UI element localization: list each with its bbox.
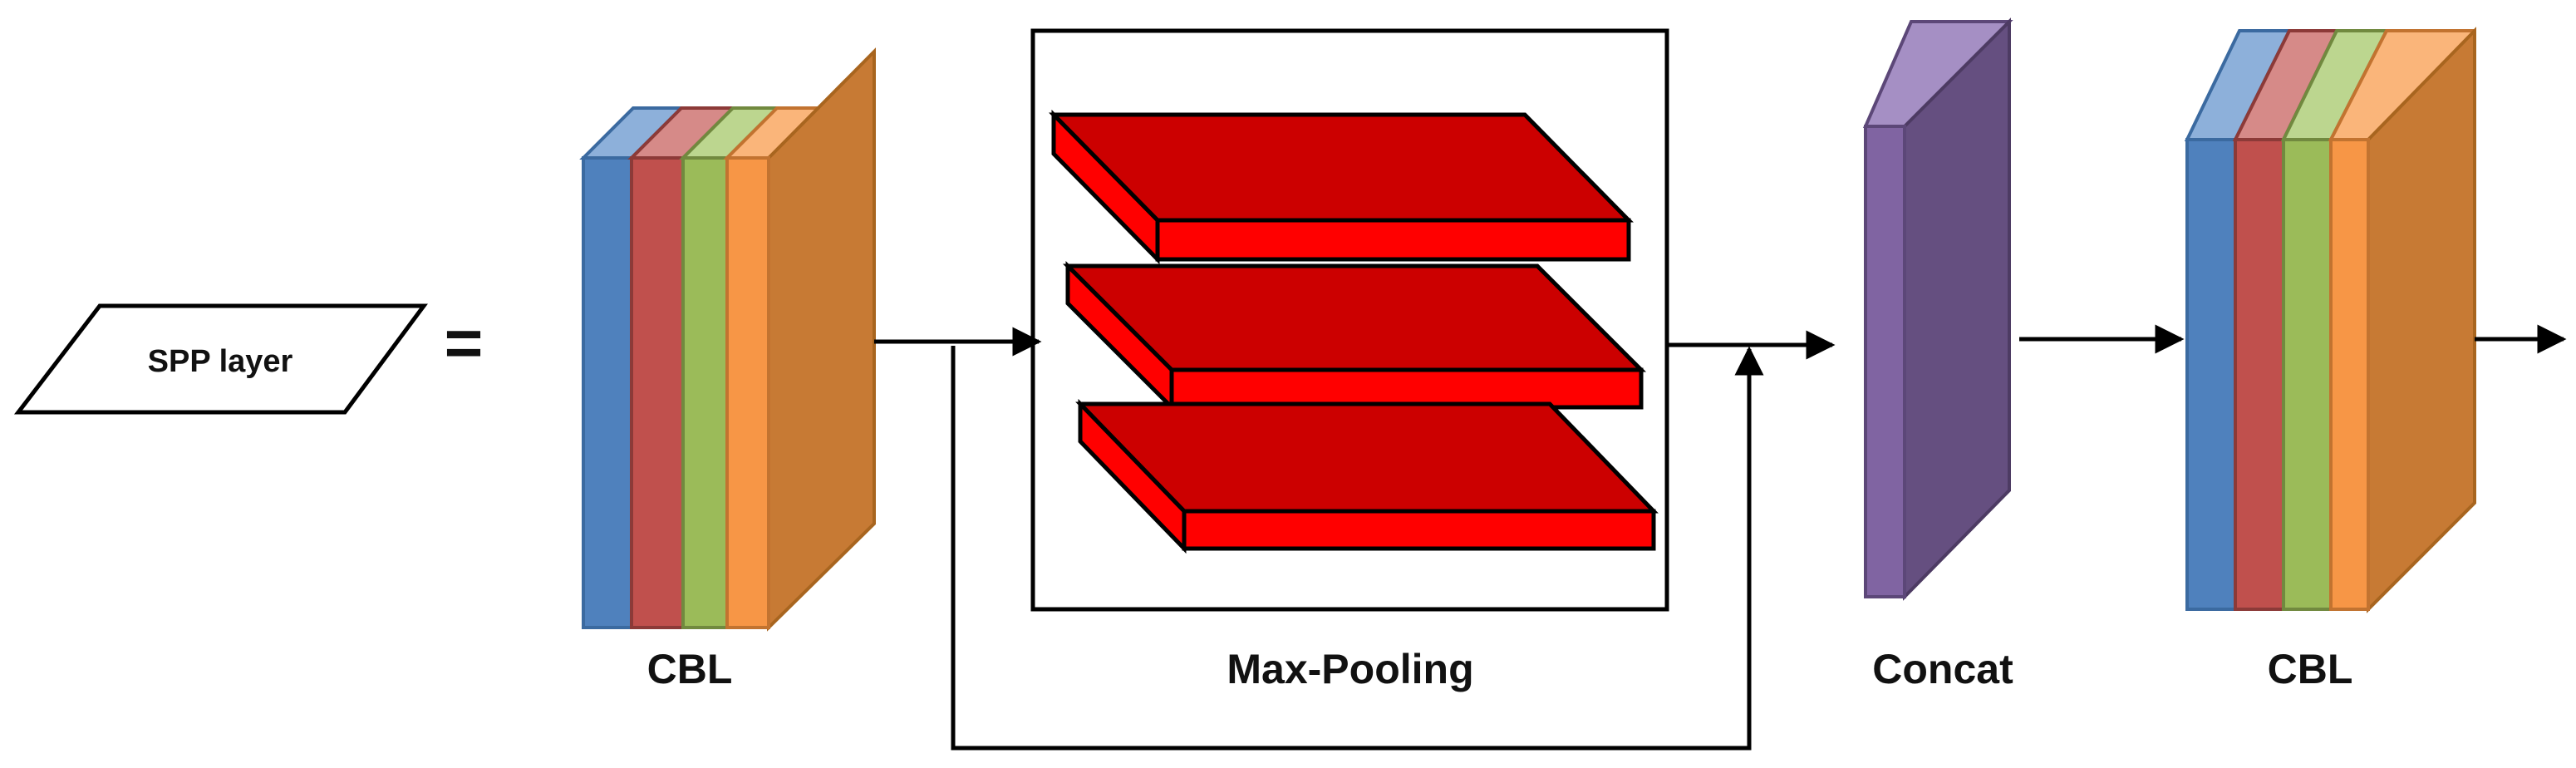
cbl-input-layer-blue [579, 106, 686, 629]
cbl-input-layer-orange [723, 47, 876, 632]
cbl-output-stack [2184, 27, 2476, 613]
cbl-output-label: CBL [2268, 646, 2353, 692]
maxpool-box [1030, 28, 1669, 612]
cbl-input-layer-green [679, 106, 781, 629]
pool-slab-2 [1062, 260, 1647, 413]
legend-parallelogram [13, 303, 428, 415]
concat-block [1862, 17, 2013, 601]
concat-label: Concat [1872, 646, 2013, 692]
cbl-output-layer-blue [2184, 29, 2293, 611]
equals-sign: = [445, 306, 484, 380]
spp-layer-legend: SPP layer [13, 303, 428, 415]
cbl-output-layer-orange [2328, 27, 2476, 613]
cbl-input-layer-red [627, 106, 737, 629]
pool-slab-3 [1075, 398, 1659, 554]
skip-connection-line [951, 346, 1764, 751]
maxpool-label: Max-Pooling [1227, 646, 1473, 692]
connectors [874, 324, 2567, 751]
legend-label: SPP layer [148, 344, 293, 379]
cbl-input-label: CBL [647, 646, 733, 692]
pool-slab-1 [1049, 109, 1634, 265]
cbl-input-stack [579, 47, 876, 632]
cbl-output-layer-red [2232, 29, 2340, 611]
